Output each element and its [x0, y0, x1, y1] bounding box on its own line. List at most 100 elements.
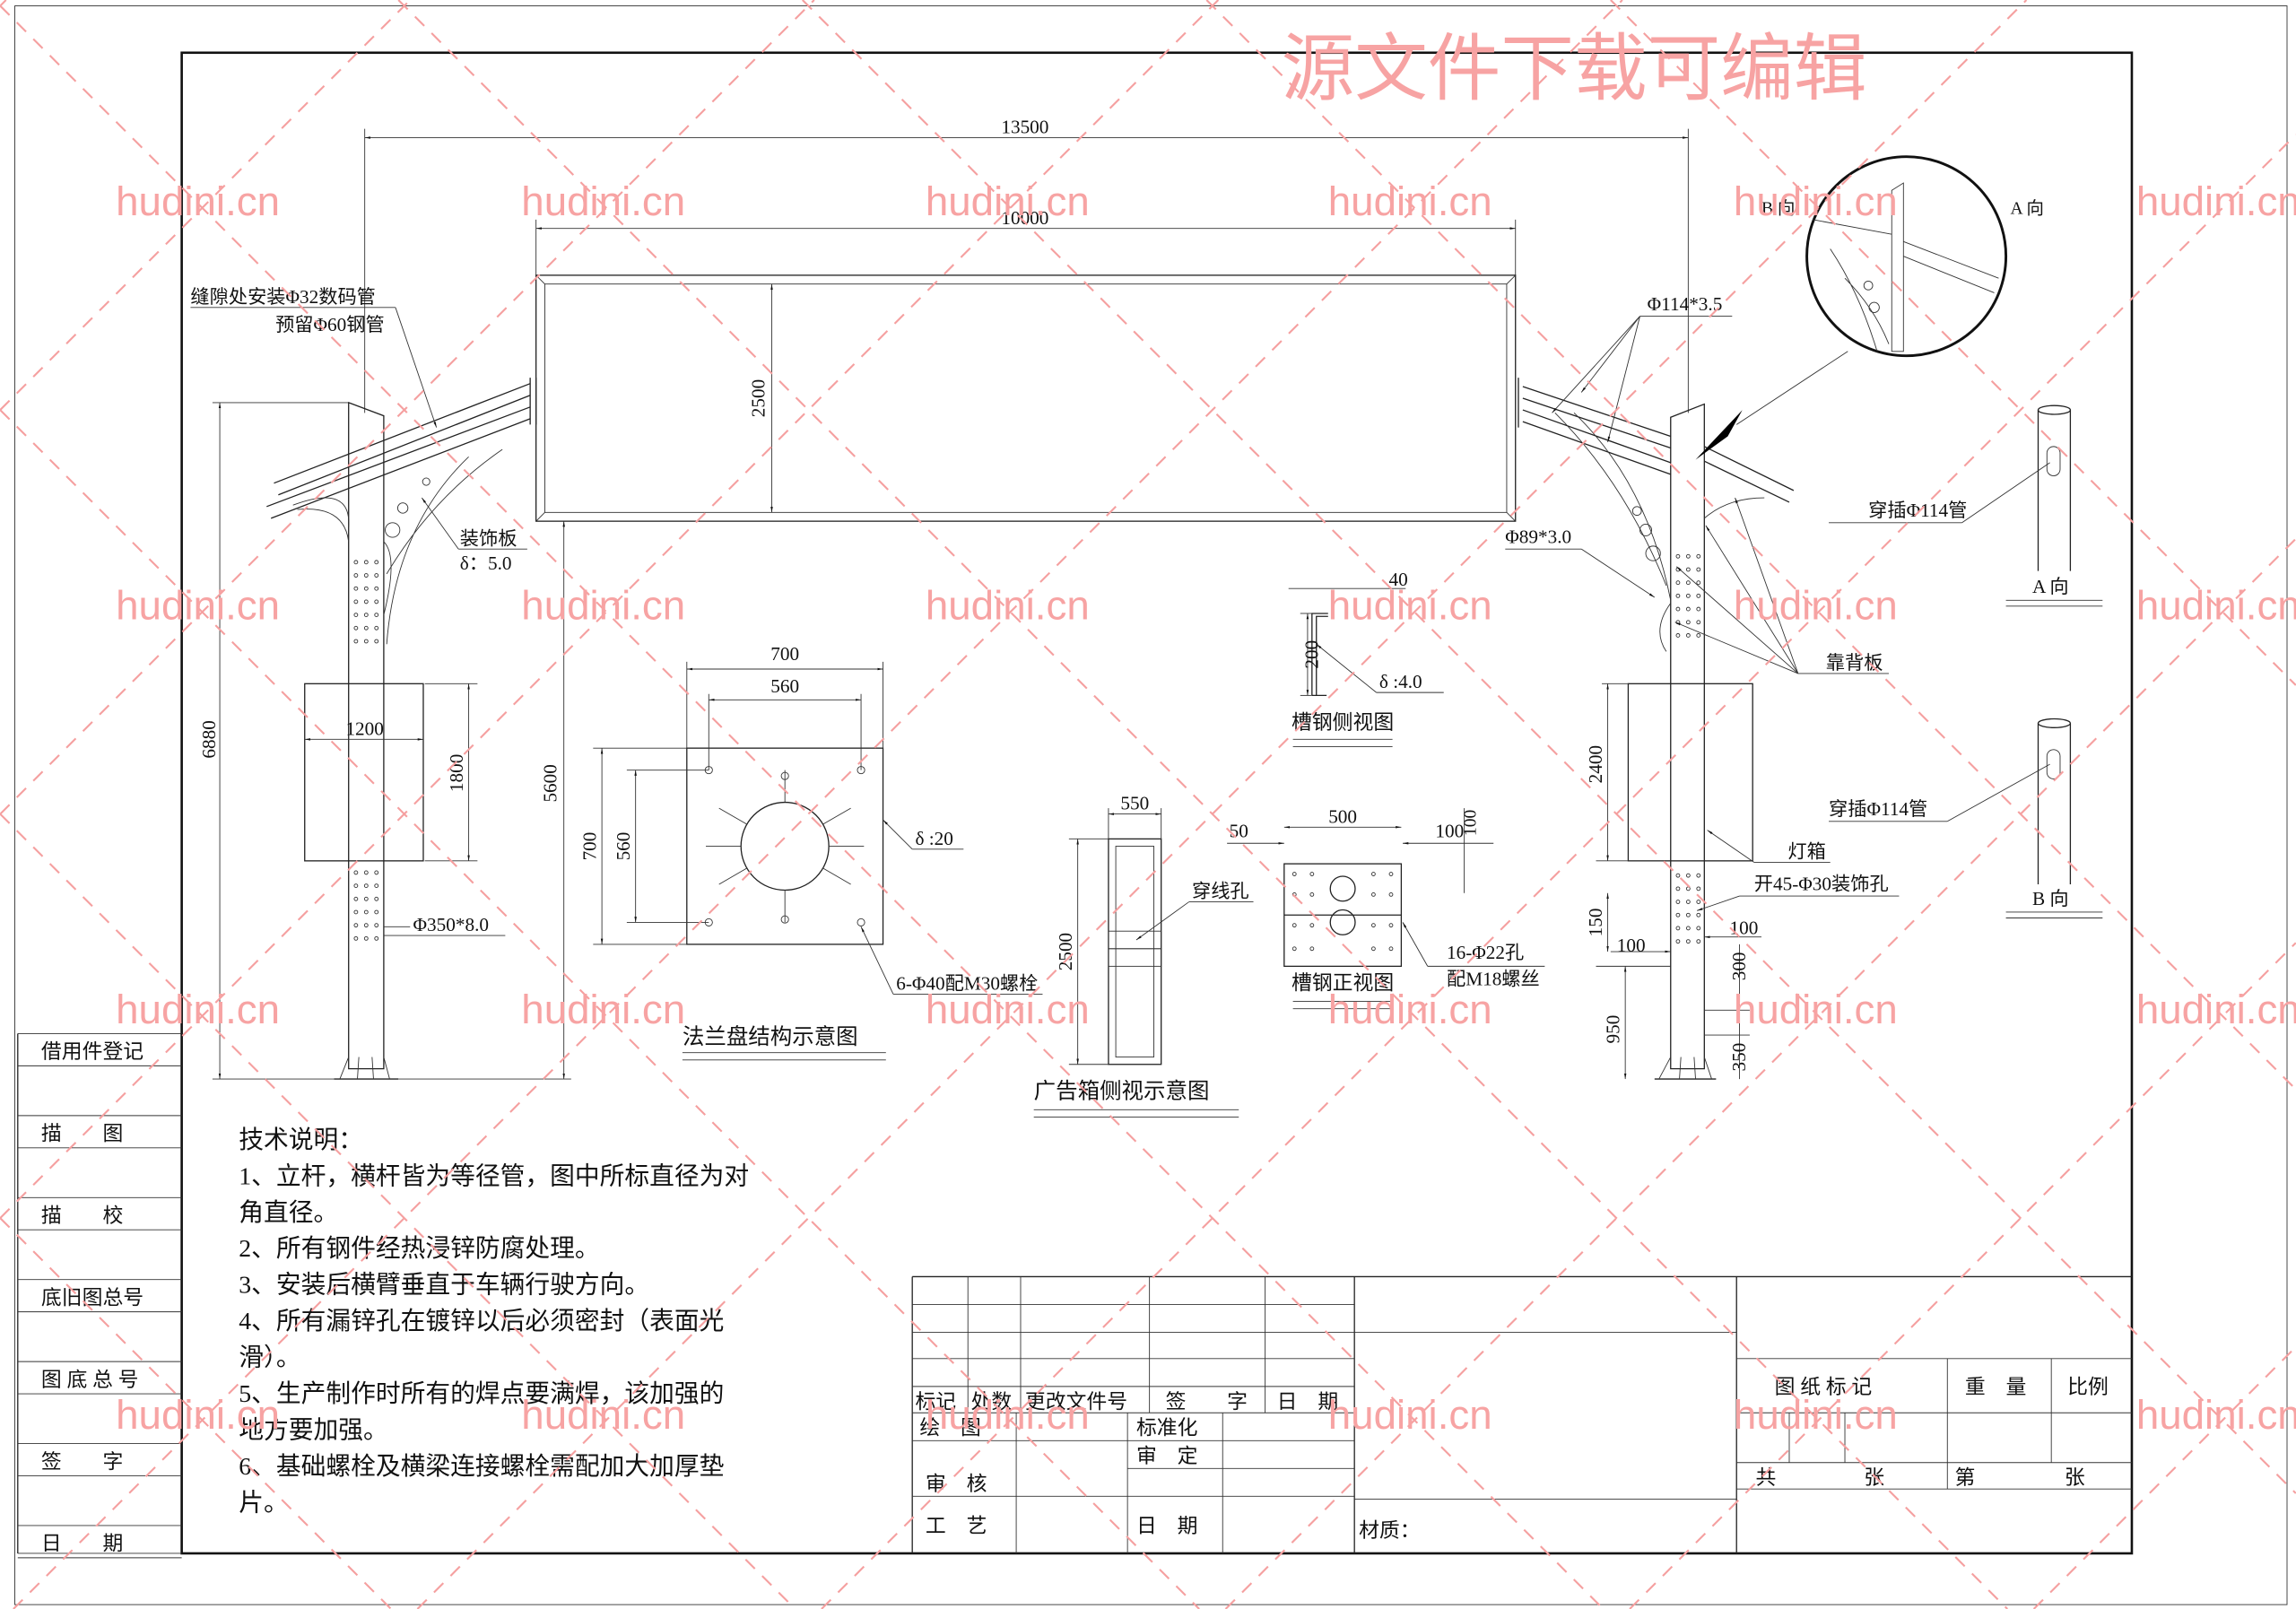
drawing-label: 穿插Φ114管 [1829, 798, 1927, 820]
decor-hole [1309, 946, 1315, 952]
watermark-site: hudini.cn [521, 987, 685, 1032]
decor-hole [1388, 891, 1394, 897]
drawing-label: 重 量 [1965, 1376, 2027, 1398]
watermark-site: hudini.cn [1734, 583, 1898, 629]
sidebar-label: 日 期 [41, 1533, 123, 1555]
drawing-label: 350 [1728, 1043, 1750, 1072]
watermark-line [0, 0, 7, 7]
channel-front-view: 500 50 100 100 16-Φ22孔 配M18螺丝 槽钢正视图 [1227, 805, 1545, 1010]
drawing-label: 比例 [2067, 1376, 2109, 1398]
decor-hole [1696, 912, 1701, 918]
note-line: 3、安装后横臂垂直于车辆行驶方向。 [239, 1272, 649, 1300]
watermark-line [1610, 0, 2296, 686]
decor-hole [374, 599, 379, 604]
watermark-site: hudini.cn [521, 583, 685, 629]
decor-hole [363, 573, 369, 578]
watermark-line [397, 0, 2008, 1609]
watermark-site: hudini.cn [2136, 583, 2296, 629]
drawing-label: 5600 [540, 764, 561, 802]
decor-hole [1388, 872, 1394, 876]
note-line: 角直径。 [239, 1199, 338, 1227]
decor-hole [353, 870, 359, 875]
decor-hole [1370, 872, 1376, 876]
decor-hole [363, 599, 369, 604]
drawing-label: 装饰板 [460, 527, 517, 549]
watermark-site: hudini.cn [1734, 1392, 1898, 1438]
drawing-label: 100 [1462, 810, 1481, 837]
decor-hole [1696, 939, 1701, 944]
watermark-site: hudini.cn [2136, 1392, 2296, 1438]
watermark-site: hudini.cn [2136, 987, 2296, 1032]
drawing-label: 开45-Φ30装饰孔 [1754, 873, 1889, 894]
decor-hole [1696, 553, 1701, 559]
drawing-label: 2500 [1055, 933, 1076, 970]
decor-hole [1685, 939, 1691, 944]
watermark-line [0, 0, 1220, 1219]
drawing-label: Φ114*3.5 [1648, 293, 1723, 315]
drawing-label: 6880 [198, 720, 220, 758]
watermark-site: hudini.cn [116, 1392, 280, 1438]
decor-hole [374, 639, 379, 644]
watermark-banner: 源文件下载可编辑 [1282, 28, 1867, 109]
drawing-label: A 向 [2032, 576, 2069, 597]
drawing-label: 500 [1328, 805, 1357, 827]
drawing-label: 材质： [1359, 1519, 1421, 1542]
watermark-line [821, 134, 2296, 1609]
decor-hole [353, 909, 359, 915]
decor-hole [353, 625, 359, 631]
drawing-label: 13500 [1001, 117, 1048, 138]
drawing-label: 标记 [915, 1390, 956, 1413]
decor-hole [363, 909, 369, 915]
drawing-label: 绘 图 [919, 1417, 981, 1439]
drawing-label: 700 [770, 643, 799, 665]
drawing-label: 560 [770, 675, 799, 697]
decor-hole [1685, 593, 1691, 598]
drawing-label: δ :20 [915, 828, 952, 849]
drawing-label: 550 [1120, 793, 1149, 814]
decor-hole [1309, 891, 1315, 897]
drawing-label: 日 期 [1136, 1515, 1198, 1537]
drawing-label: 6-Φ40配M30螺栓 [896, 972, 1038, 994]
decor-hole [363, 625, 369, 631]
watermark-line [802, 0, 2296, 1494]
decor-hole [1685, 873, 1691, 878]
view-b: 穿插Φ114管 B 向 [1829, 718, 2103, 918]
decor-hole [1292, 946, 1297, 952]
decor-hole [353, 896, 359, 901]
decor-hole [374, 586, 379, 591]
watermark-line [13, 0, 1623, 1609]
left-callouts: 缝隙处安装Φ32数码管 预留Φ60钢管 装饰板 δ：5.0 1200 1800 … [190, 286, 571, 1080]
ad-box-side-view: 550 2500 穿线孔 广告箱侧视示意图 [1033, 793, 1254, 1118]
decor-hole [1685, 620, 1691, 625]
decor-hole [374, 909, 379, 915]
drawing-label: 2500 [747, 379, 769, 417]
decor-hole [353, 599, 359, 604]
watermark-line [0, 0, 412, 411]
note-line: 1、立杆，横杆皆为等径管，图中所标直径为对 [239, 1162, 749, 1190]
decor-hole [1685, 926, 1691, 931]
note-line: 2、所有钢件经热浸锌防腐处理。 [239, 1235, 599, 1263]
watermark-site: hudini.cn [1328, 583, 1492, 629]
right-pole: B 向 A 向 [1518, 155, 2044, 1080]
drawing-label: 950 [1603, 1015, 1624, 1044]
dim-13500: 13500 [364, 117, 1689, 413]
drawing-label: 150 [1585, 908, 1606, 936]
decor-hole [1696, 580, 1701, 586]
drawing-label: 40 [1389, 569, 1408, 590]
decor-hole [353, 573, 359, 578]
channel-side-view: 40 200 δ :4.0 槽钢侧视图 [1288, 569, 1444, 747]
decor-hole [1696, 593, 1701, 598]
drawing-label: 审 核 [926, 1473, 987, 1495]
drawing-label: 张 [1864, 1466, 1884, 1489]
decor-hole [1696, 606, 1701, 612]
sidebar-label: 图 底 总 号 [41, 1369, 139, 1391]
decor-hole [363, 935, 369, 941]
drawing-label: Φ350*8.0 [413, 914, 489, 935]
watermark-site: hudini.cn [1328, 178, 1492, 224]
watermark-site: hudini.cn [1734, 178, 1898, 224]
title-block: 标记 处数 更改文件号 签 字 日 期 绘 图 标准化 审 定 审 核 工 艺 … [911, 1275, 2132, 1553]
drawing-label: 标准化 [1136, 1417, 1198, 1439]
watermark-site: hudini.cn [1328, 987, 1492, 1032]
